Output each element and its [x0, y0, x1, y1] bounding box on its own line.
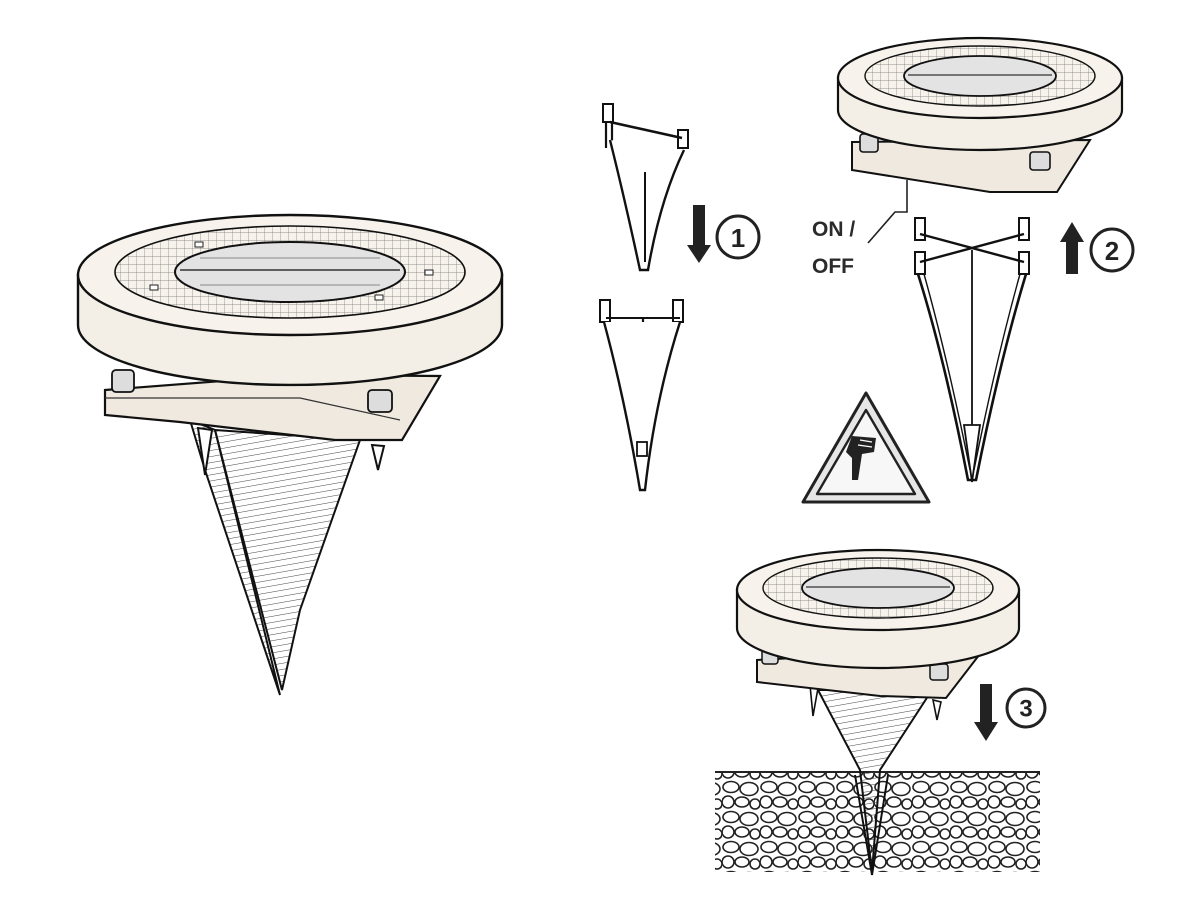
step2-badge: 2: [1089, 227, 1135, 273]
step2-lamp-top: [836, 36, 1124, 193]
step1-number: 1: [731, 223, 745, 253]
step1-badge: 1: [715, 214, 761, 260]
step3-lamp-in-ground: [715, 548, 1040, 876]
step3-arrow-down-icon: [974, 684, 998, 741]
main-solar-lamp: [76, 213, 504, 696]
caution-sharp-edges-icon: [801, 391, 931, 504]
switch-label-off: OFF: [812, 255, 854, 278]
step2-assembled-stake: [914, 217, 1030, 483]
step1-stake-halves: [599, 103, 689, 492]
step3-badge: 3: [1005, 687, 1047, 729]
step1-arrow-down-icon: [687, 205, 711, 263]
step2-arrow-up-icon: [1060, 222, 1084, 274]
switch-label-on: ON /: [812, 218, 855, 241]
step2-number: 2: [1105, 236, 1119, 266]
step3-number: 3: [1019, 696, 1032, 723]
switch-leader-line: [867, 180, 908, 244]
